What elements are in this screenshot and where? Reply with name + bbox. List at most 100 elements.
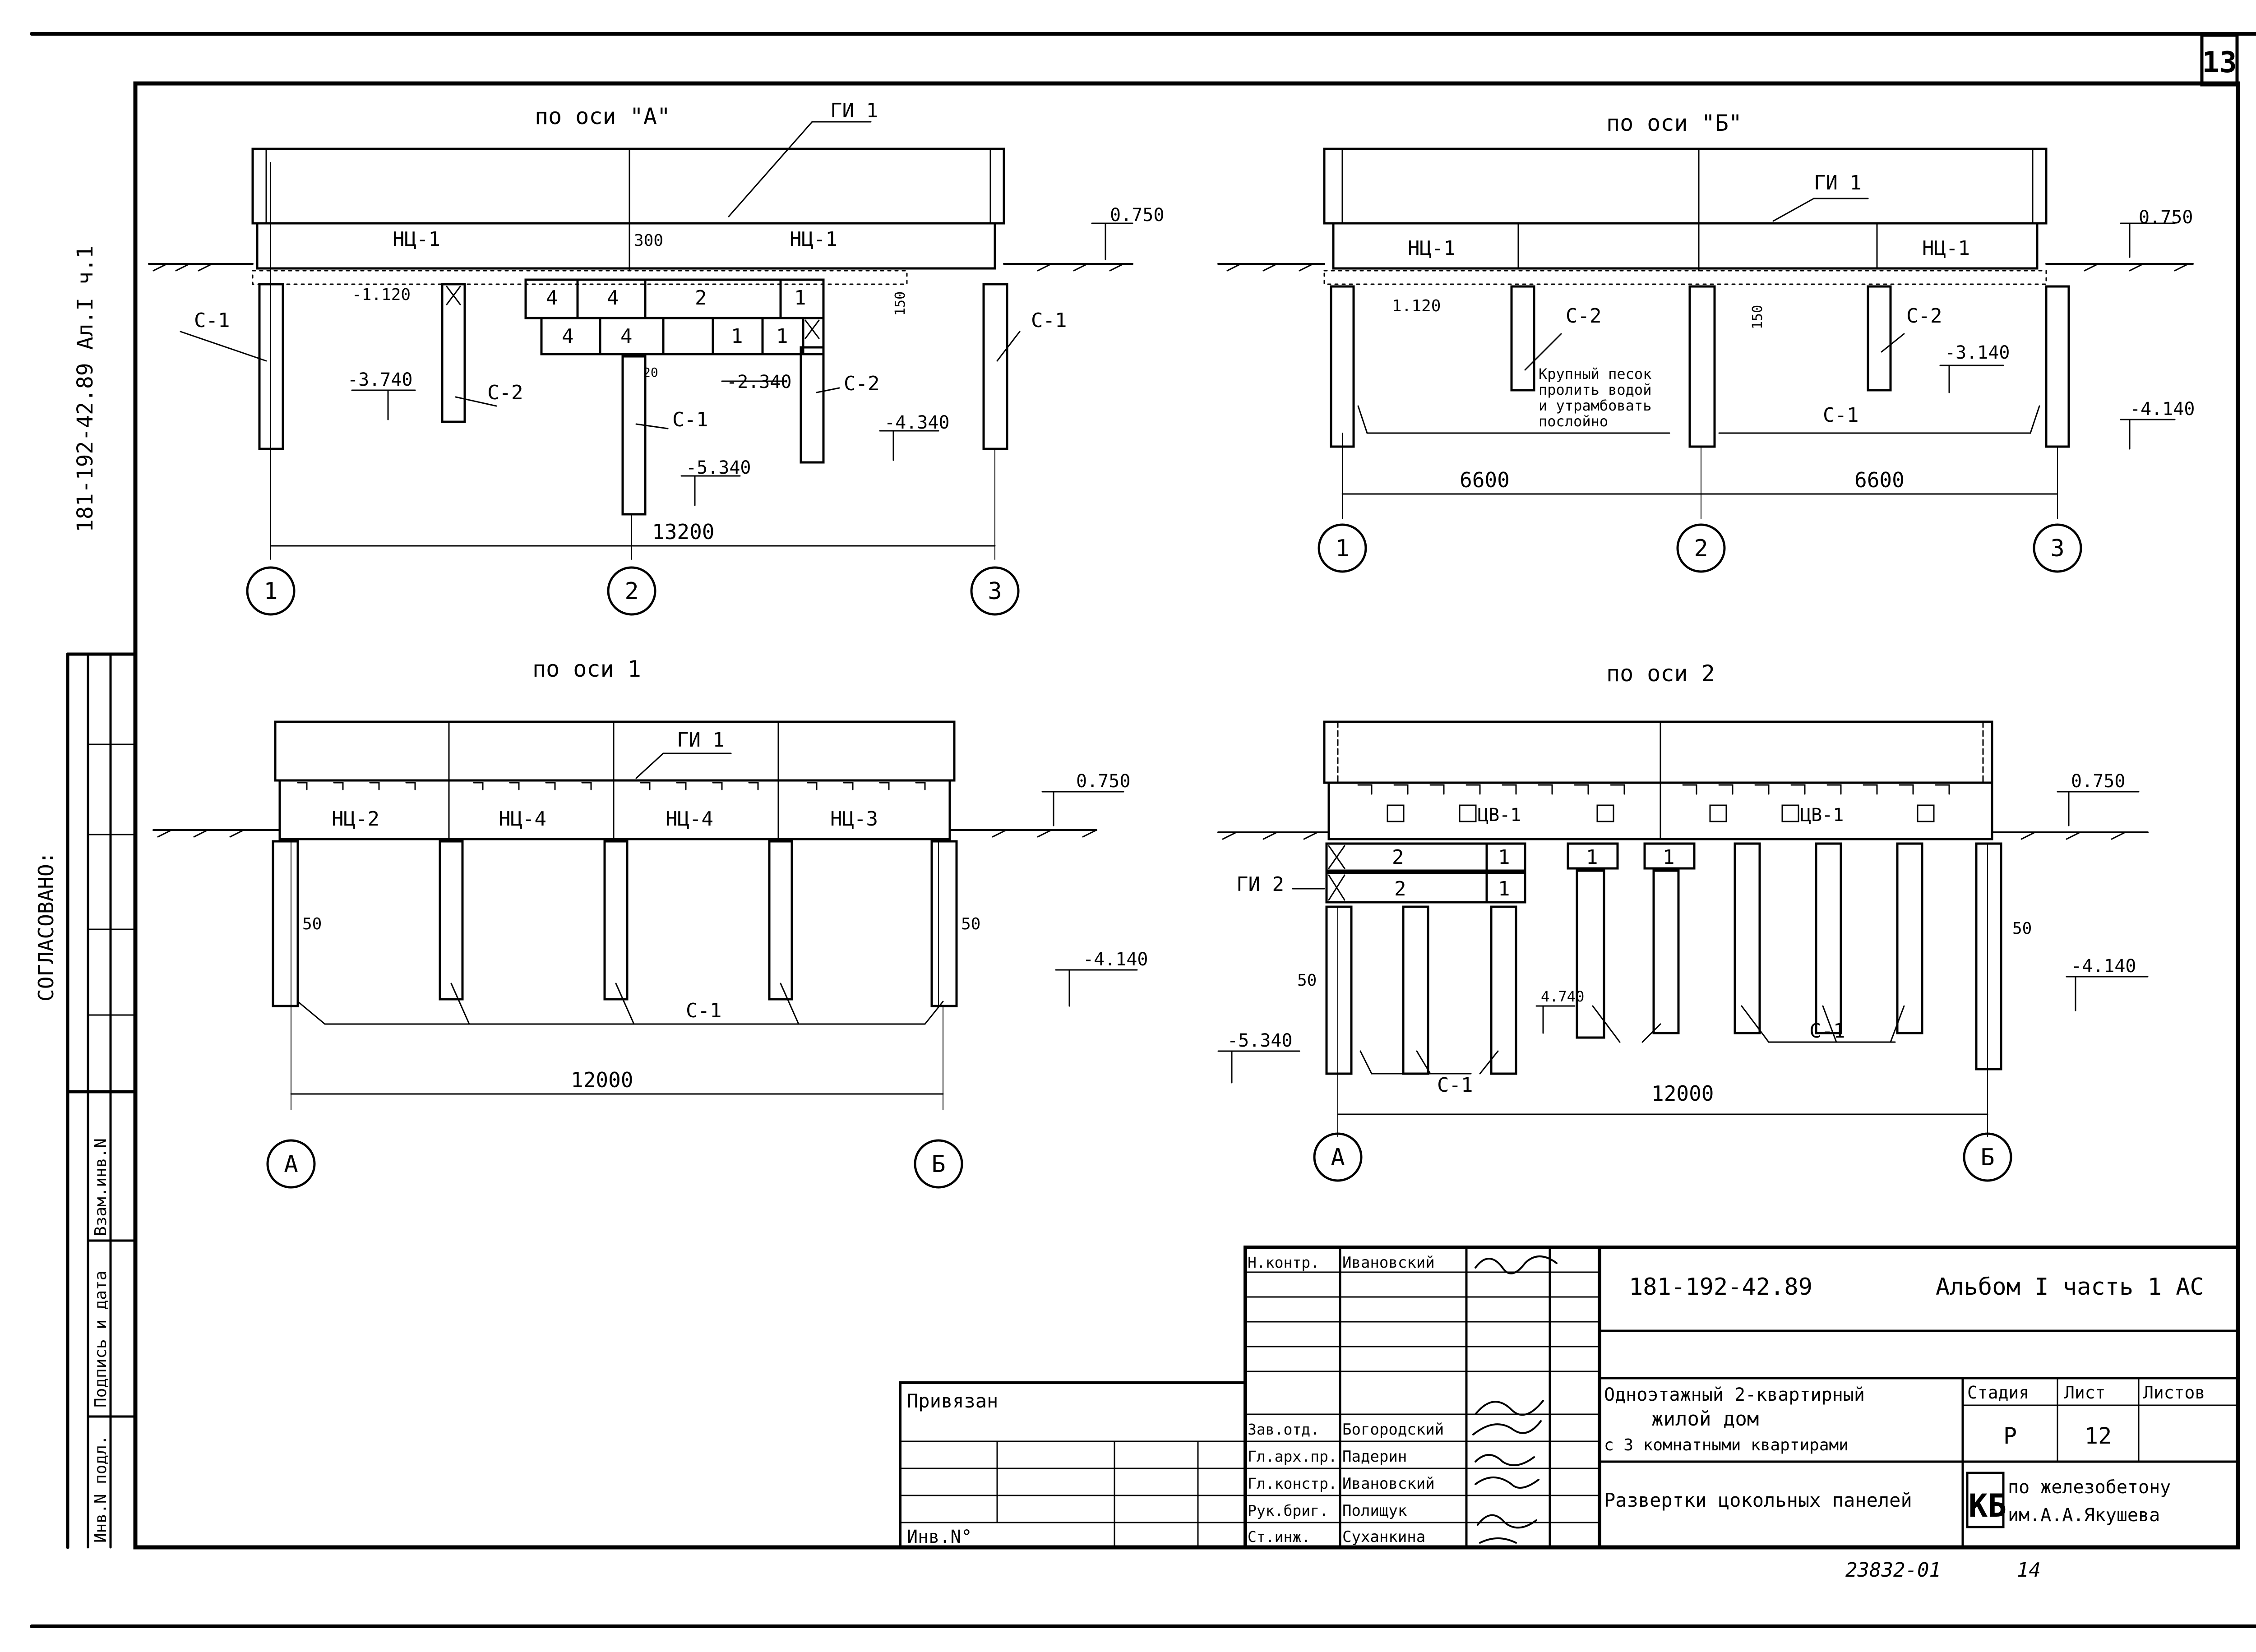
- view-1-nc2: НЦ-2: [332, 808, 379, 831]
- view-a-nc-right: НЦ-1: [790, 228, 837, 251]
- view-b-sand-3: и утрамбовать: [1539, 397, 1651, 414]
- view-a-nc-left: НЦ-1: [393, 228, 440, 251]
- title-org-1: по железобетону: [2008, 1477, 2171, 1498]
- view-a-dim-300: 300: [634, 231, 663, 250]
- view-b-s2-left: С-2: [1566, 305, 1601, 328]
- view-b-nc-left: НЦ-1: [1408, 237, 1456, 260]
- view-axis-2: [1217, 720, 2149, 1182]
- view-axis-b: [1217, 148, 2194, 573]
- view-2-cb1-right: ЦВ-1: [1800, 805, 1844, 826]
- view-b-sand-2: пролить водой: [1539, 381, 1651, 398]
- view-a-axis-3: 3: [988, 578, 1002, 605]
- view-b-s1: С-1: [1823, 404, 1858, 427]
- view-a-dim-150: 150: [892, 291, 908, 316]
- view-b-dim-150: 150: [1750, 305, 1766, 329]
- title-org-logo: КБ: [1969, 1487, 2006, 1524]
- view-b-axis-3: 3: [2050, 535, 2064, 562]
- stamp-inv-podl: Инв.N подл.: [92, 1435, 110, 1543]
- title-name-4: Полищук: [1342, 1502, 1407, 1520]
- title-h-stage: Стадия: [1967, 1383, 2029, 1403]
- side-document-code: 181-192-42.89 Ал.I ч.1: [73, 245, 98, 532]
- view-a-gi1: ГИ 1: [830, 99, 878, 122]
- view-b-axis-2: 2: [1694, 535, 1708, 562]
- title-role-3: Гл.констр.: [1248, 1475, 1337, 1492]
- view-2-el-top: 0.750: [2071, 771, 2125, 792]
- view-a-el-3740: -3.740: [347, 369, 413, 390]
- view-b-title: по оси "Б": [1606, 110, 1742, 136]
- view-a-s2-left: С-2: [487, 381, 523, 404]
- title-object-2: жилой дом: [1651, 1407, 1759, 1431]
- title-name-1: Богородский: [1342, 1421, 1444, 1439]
- view-2-span: 12000: [1651, 1081, 1714, 1106]
- title-object-1: Одноэтажный 2-квартирный: [1604, 1384, 1865, 1405]
- view-a-blk-4c: 4: [562, 325, 574, 348]
- view-1-s1: С-1: [686, 999, 721, 1022]
- view-a-s1-left: С-1: [194, 309, 230, 332]
- title-role-1: Зав.отд.: [1248, 1421, 1319, 1438]
- title-name-5: Суханкина: [1342, 1528, 1425, 1546]
- view-a-el-5340: -5.340: [686, 457, 751, 478]
- view-2-dim-50a: 50: [1297, 971, 1317, 990]
- view-1-span: 12000: [571, 1068, 633, 1092]
- title-role-2: Гл.арх.пр.: [1248, 1448, 1337, 1465]
- view-a-blk-4d: 4: [620, 325, 633, 348]
- title-name-3: Ивановский: [1342, 1475, 1435, 1493]
- title-object-3: с 3 комнатными квартирами: [1604, 1436, 1849, 1454]
- view-a-el-2340: -2.340: [726, 372, 792, 392]
- title-sheet: 12: [2085, 1423, 2112, 1449]
- view-a-blk-20: 20: [643, 365, 658, 380]
- title-h-sheets: Листов: [2143, 1383, 2205, 1403]
- view-2-s1-left: С-1: [1437, 1074, 1473, 1097]
- title-block: [899, 1246, 2240, 1549]
- view-a-blk-2: 2: [695, 286, 707, 309]
- view-2-dim-50b: 50: [2012, 919, 2032, 938]
- view-b-el-3140: -3.140: [1945, 342, 2010, 363]
- view-2-row1-1c: 1: [1663, 846, 1675, 869]
- view-a-blk-4b: 4: [607, 286, 619, 309]
- title-doc-code: 181-192-42.89: [1629, 1274, 1812, 1301]
- title-sheet-title: Развертки цокольных панелей: [1604, 1489, 1912, 1511]
- view-a-s1-mid: С-1: [672, 408, 708, 431]
- view-b-nc-right: НЦ-1: [1922, 237, 1970, 260]
- view-a-span: 13200: [652, 520, 714, 544]
- view-b-span-1: 6600: [1460, 468, 1510, 492]
- title-name-2: Падерин: [1342, 1448, 1407, 1466]
- view-axis-a: [148, 121, 1133, 616]
- view-b-el-top: 0.750: [2139, 207, 2193, 228]
- view-2-axis-b: Б: [1980, 1144, 1994, 1171]
- view-axis-1: [153, 720, 1138, 1189]
- view-2-row1-1b: 1: [1586, 846, 1598, 869]
- view-b-span-2: 6600: [1854, 468, 1905, 492]
- view-1-gi1: ГИ 1: [677, 729, 725, 752]
- title-role-4: Рук.бриг.: [1248, 1502, 1328, 1519]
- view-a-el-top: 0.750: [1110, 205, 1164, 226]
- sheet-number: 13: [2202, 46, 2237, 79]
- view-b-sand-4: послойно: [1539, 413, 1608, 430]
- view-1-nc4a: НЦ-4: [499, 808, 546, 831]
- title-org-2: им.А.А.Якушева: [2008, 1505, 2160, 1526]
- view-a-el-4340: -4.340: [884, 412, 950, 433]
- footer-page: 14: [2017, 1559, 2041, 1582]
- stamp-inv-zam: Взам.инв.N: [92, 1138, 110, 1236]
- view-2-s1-right: С-1: [1809, 1020, 1845, 1043]
- view-b-s2-right: С-2: [1906, 305, 1942, 328]
- footer-order: 23832-01: [1845, 1559, 1941, 1582]
- view-a-s1-right: С-1: [1031, 309, 1067, 332]
- title-h-sheet: Лист: [2064, 1383, 2106, 1403]
- view-a-blk-1a: 1: [794, 286, 806, 309]
- view-1-nc4b: НЦ-4: [666, 808, 713, 831]
- view-a-blk-1c: 1: [776, 325, 788, 348]
- view-1-nc3: НЦ-3: [830, 808, 878, 831]
- view-a-axis-2: 2: [624, 578, 638, 605]
- title-album: Альбом I часть 1 АС: [1936, 1274, 2204, 1301]
- view-2-el-4740: 4.740: [1541, 988, 1584, 1005]
- view-1-el-top: 0.750: [1076, 771, 1130, 792]
- view-b-axis-1: 1: [1335, 535, 1349, 562]
- side-stamp: [66, 652, 137, 1549]
- view-2-row1-1: 1: [1498, 846, 1510, 869]
- title-role-0: Н.контр.: [1248, 1254, 1319, 1271]
- view-2-row1-2: 2: [1392, 846, 1404, 869]
- view-2-el-5340: -5.340: [1227, 1030, 1293, 1051]
- view-b-el-4140: -4.140: [2130, 399, 2195, 420]
